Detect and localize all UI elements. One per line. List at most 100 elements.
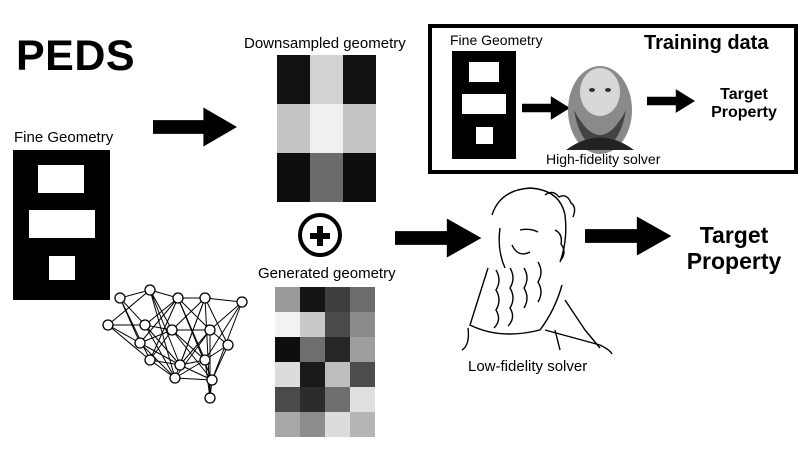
network-node xyxy=(172,292,184,304)
network-node xyxy=(204,392,216,404)
arrow-right-icon xyxy=(395,218,482,258)
network-edge xyxy=(174,359,206,379)
network-edge xyxy=(144,324,181,366)
high-fidelity-solver-label: High-fidelity solver xyxy=(546,151,661,167)
target-label-line2: Property xyxy=(711,104,777,122)
network-edge xyxy=(149,297,179,361)
network-edge xyxy=(204,301,243,361)
downsampled-cell xyxy=(277,104,310,153)
network-node xyxy=(169,372,181,384)
geometry-hole-top xyxy=(38,165,84,193)
generated-cell xyxy=(325,362,350,387)
network-node xyxy=(236,296,248,308)
geometry-hole-bottom xyxy=(49,256,75,280)
generated-cell xyxy=(350,412,375,437)
network-edge xyxy=(211,344,229,381)
geometry-hole-middle xyxy=(462,94,506,114)
network-edge xyxy=(171,297,206,331)
network-node xyxy=(174,359,186,371)
downsampled-geometry-label: Downsampled geometry xyxy=(244,35,406,52)
network-edge xyxy=(139,297,179,344)
downsampled-cell xyxy=(277,153,310,202)
training-data-title: Training data xyxy=(644,32,769,54)
target-label-line1: Target xyxy=(699,222,769,248)
generated-cell xyxy=(275,337,300,362)
generated-cell xyxy=(275,412,300,437)
generated-cell xyxy=(275,287,300,312)
network-node xyxy=(222,339,234,351)
neural-network-icon xyxy=(102,284,248,404)
plus-icon xyxy=(298,213,342,257)
network-node xyxy=(199,292,211,304)
generated-cell xyxy=(325,412,350,437)
network-node xyxy=(166,324,178,336)
generated-cell xyxy=(300,387,325,412)
generated-geometry-label: Generated geometry xyxy=(258,265,396,282)
network-node xyxy=(134,337,146,349)
downsampled-geometry xyxy=(277,55,376,202)
network-edge xyxy=(171,329,206,361)
generated-cell xyxy=(350,312,375,337)
training-target-property: Target Property xyxy=(694,86,794,123)
target-label-line2: Property xyxy=(686,248,782,275)
network-edge xyxy=(179,329,211,366)
geometry-hole-bottom xyxy=(476,127,493,144)
network-node xyxy=(199,354,211,366)
downsampled-cell xyxy=(310,153,343,202)
network-edge xyxy=(204,297,243,303)
training-fine-geometry-label: Fine Geometry xyxy=(450,32,543,48)
generated-cell xyxy=(350,337,375,362)
network-edge xyxy=(139,342,181,366)
geometry-hole-middle xyxy=(29,210,95,238)
network-edge xyxy=(144,324,176,379)
network-edge xyxy=(179,364,213,381)
low-fidelity-solver-label: Low-fidelity solver xyxy=(468,358,588,375)
network-edge xyxy=(139,342,176,379)
generated-cell xyxy=(300,337,325,362)
network-edge xyxy=(177,297,211,331)
downsampled-cell xyxy=(310,104,343,153)
arrow-right-icon xyxy=(647,89,695,113)
network-edge xyxy=(107,324,151,361)
generated-cell xyxy=(325,312,350,337)
downsampled-cell xyxy=(277,55,310,104)
fine-geometry-label: Fine Geometry xyxy=(14,129,114,146)
network-edge xyxy=(119,297,141,344)
downsampled-cell xyxy=(343,55,376,104)
downsampled-cell xyxy=(310,55,343,104)
network-node xyxy=(144,284,156,296)
network-edge xyxy=(174,377,213,381)
network-node xyxy=(206,374,218,386)
generated-cell xyxy=(350,387,375,412)
target-label-line1: Target xyxy=(720,86,768,103)
network-node xyxy=(114,292,126,304)
generated-cell xyxy=(300,287,325,312)
fine-geometry xyxy=(13,150,110,300)
downsampled-cell xyxy=(343,153,376,202)
network-edge xyxy=(107,324,141,344)
training-fine-geometry xyxy=(452,51,516,159)
generated-cell xyxy=(300,362,325,387)
geometry-hole-top xyxy=(469,62,499,82)
network-edge xyxy=(149,289,173,331)
network-edge xyxy=(149,329,173,361)
network-node xyxy=(144,354,156,366)
generated-cell xyxy=(350,287,375,312)
arrow-right-icon xyxy=(522,96,570,120)
generated-cell xyxy=(275,362,300,387)
network-node xyxy=(102,319,114,331)
network-node xyxy=(204,324,216,336)
downsampled-cell xyxy=(343,104,376,153)
target-property: Target Property xyxy=(674,222,794,275)
network-edge xyxy=(204,297,229,346)
generated-cell xyxy=(300,312,325,337)
generated-cell xyxy=(275,387,300,412)
arrow-right-icon xyxy=(585,216,672,256)
generated-geometry xyxy=(275,287,375,437)
generated-cell xyxy=(325,287,350,312)
network-edge xyxy=(119,297,146,326)
scientist-sketch-icon xyxy=(461,187,613,355)
training-data-box xyxy=(428,24,798,174)
network-edge xyxy=(144,297,179,326)
